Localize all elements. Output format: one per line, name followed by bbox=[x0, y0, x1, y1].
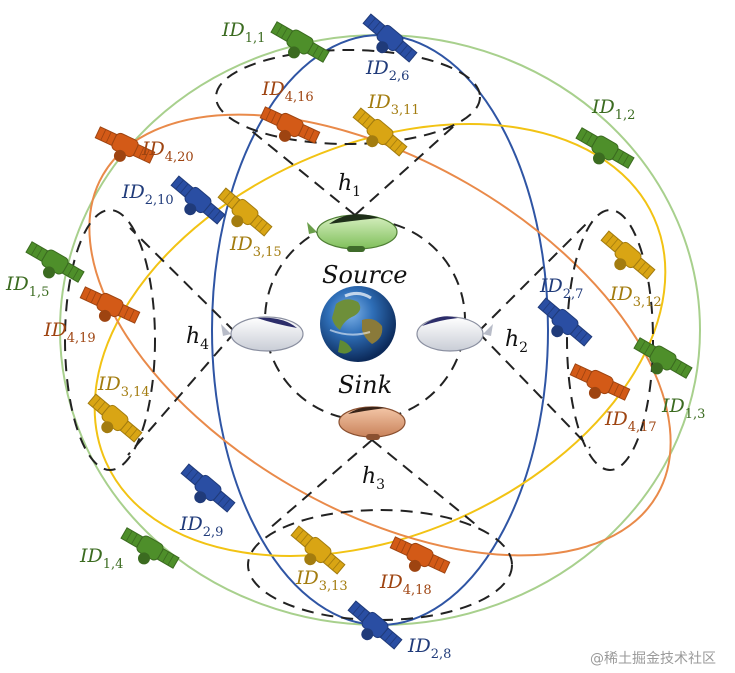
earth-globe bbox=[320, 286, 396, 362]
cone-line bbox=[127, 331, 236, 456]
cluster-right-ring bbox=[566, 209, 654, 471]
satellite-icon bbox=[25, 241, 85, 283]
hop-label-h4: h4 bbox=[186, 324, 209, 353]
satellite-label: ID2,7 bbox=[539, 275, 583, 302]
satellite-icon bbox=[352, 107, 408, 157]
satellite-icon bbox=[362, 13, 418, 63]
satellite-icon bbox=[389, 536, 451, 574]
satellite-label: ID4,20 bbox=[141, 138, 194, 165]
satellite-icon bbox=[537, 297, 593, 347]
satellite-icon bbox=[94, 126, 156, 164]
cone-line bbox=[477, 331, 591, 449]
satellite-label: ID4,17 bbox=[604, 408, 657, 435]
satellite-icon bbox=[270, 21, 330, 63]
satellite-icon bbox=[180, 463, 236, 513]
satellite-label: ID3,14 bbox=[97, 373, 150, 400]
satellite-label: ID2,6 bbox=[365, 57, 409, 84]
satellite-icon bbox=[259, 106, 321, 144]
satellite-icon bbox=[575, 127, 635, 169]
satellite-label: ID4,18 bbox=[379, 571, 432, 598]
cluster-left-ring bbox=[64, 209, 156, 471]
satellite-label: ID3,15 bbox=[229, 233, 282, 260]
watermark: @稀土掘金技术社区 bbox=[590, 651, 716, 667]
satellite-label: ID3,12 bbox=[609, 283, 662, 310]
satellite-icon bbox=[633, 337, 693, 379]
satellite-label: ID4,16 bbox=[261, 78, 314, 105]
satellite-label: ID1,4 bbox=[79, 545, 123, 572]
airship-right bbox=[416, 316, 493, 352]
airship-sink bbox=[338, 406, 406, 440]
satellite-label: ID2,8 bbox=[407, 635, 451, 662]
satellite-label: ID2,10 bbox=[121, 181, 174, 208]
satellite-icon bbox=[600, 230, 656, 280]
cluster-bottom-ring bbox=[247, 509, 513, 621]
satellite-label: ID4,19 bbox=[43, 319, 96, 346]
airship-source bbox=[307, 214, 398, 252]
satellite-label: ID1,3 bbox=[661, 395, 705, 422]
orbit-4 bbox=[88, 113, 672, 557]
satellite-label: ID3,11 bbox=[367, 91, 420, 118]
satellite-label: ID3,13 bbox=[295, 567, 348, 594]
sink-label: Sink bbox=[338, 371, 392, 399]
satellite-icon bbox=[79, 286, 141, 324]
cone-line bbox=[247, 127, 356, 216]
hop-label-h1: h1 bbox=[338, 171, 361, 200]
orbit-3 bbox=[93, 123, 667, 557]
satellite-label: ID1,2 bbox=[591, 96, 635, 123]
cone-line bbox=[269, 439, 373, 529]
cone-line bbox=[371, 439, 481, 529]
hop-label-h2: h2 bbox=[505, 327, 528, 356]
satellite-icon bbox=[217, 187, 273, 237]
satellite-icon bbox=[290, 525, 346, 575]
cone-line bbox=[129, 227, 236, 333]
satellite-icon bbox=[170, 175, 226, 225]
hop-label-h3: h3 bbox=[362, 464, 385, 493]
cluster-top-ring bbox=[215, 49, 481, 145]
satellite-label: ID2,9 bbox=[179, 513, 223, 540]
satellite-icon bbox=[120, 527, 180, 569]
cone-line bbox=[354, 124, 456, 216]
satellite-label: ID1,1 bbox=[221, 19, 265, 46]
source-label: Source bbox=[322, 261, 407, 289]
satellite-icon bbox=[347, 600, 403, 650]
satellite-label: ID1,5 bbox=[5, 273, 49, 300]
satellite-icon bbox=[87, 393, 143, 443]
airship-left bbox=[221, 316, 304, 352]
satellite-icon bbox=[569, 363, 631, 401]
cone-line bbox=[477, 221, 589, 333]
